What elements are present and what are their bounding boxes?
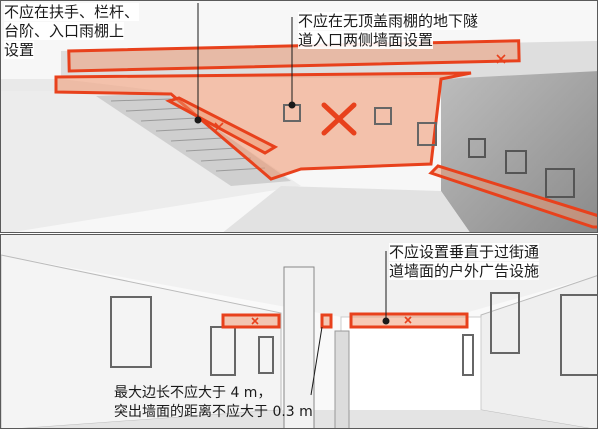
prohibited-x-mark bbox=[321, 102, 357, 136]
floor-right bbox=[223, 186, 470, 232]
note-perpendicular-line-1: 不应设置垂直于过街通 bbox=[389, 243, 540, 261]
floor-left bbox=[1, 91, 301, 232]
prohibited-wall-area bbox=[54, 71, 472, 181]
note-handrail-line-2: 台阶、入口雨棚上 bbox=[4, 22, 125, 40]
handrail-x-mark bbox=[214, 122, 224, 132]
note-handrail-line-3: 设置 bbox=[4, 41, 35, 59]
leader-lines-top bbox=[194, 3, 296, 124]
right-wall-frames bbox=[462, 292, 597, 376]
pillar-back bbox=[334, 330, 350, 428]
leader-lines-bottom bbox=[310, 251, 390, 396]
note-size-line-2: 突出墙面的距离不应大于 0.3 m bbox=[114, 404, 313, 420]
underpass-corridor-illustration: 不应设置垂直于过街通 道墙面的户外广告设施 最大边长不应大于 4 m， 突出墙面… bbox=[0, 234, 598, 429]
railing-highlight bbox=[428, 164, 597, 229]
tunnel-wall-frames bbox=[468, 138, 575, 198]
perpendicular-sign-center bbox=[320, 313, 333, 329]
canopy-x-mark bbox=[496, 54, 506, 64]
note-perpendicular-prohibition: 不应设置垂直于过街通 道墙面的户外广告设施 bbox=[389, 243, 540, 281]
note-handrail-prohibition: 不应在扶手、栏杆、 台阶、入口雨棚上 设置 bbox=[4, 3, 140, 60]
staircase bbox=[96, 93, 291, 186]
note-tunnel-line-1: 不应在无顶盖雨棚的地下隧 bbox=[298, 12, 479, 30]
corridor-end bbox=[340, 316, 482, 413]
note-tunnel-line-2: 道入口两侧墙面设置 bbox=[298, 31, 434, 49]
note-perpendicular-line-2: 道墙面的户外广告设施 bbox=[389, 262, 540, 280]
perpendicular-sign-left bbox=[221, 313, 281, 329]
tunnel-entrance-illustration: 不应在扶手、栏杆、 台阶、入口雨棚上 设置 不应在无顶盖雨棚的地下隧 道入口两侧… bbox=[0, 0, 598, 233]
sign-x-marks bbox=[251, 316, 412, 325]
note-size-line-1: 最大边长不应大于 4 m， bbox=[114, 385, 272, 401]
note-tunnel-prohibition: 不应在无顶盖雨棚的地下隧 道入口两侧墙面设置 bbox=[298, 12, 479, 50]
handrail-highlight bbox=[165, 96, 279, 155]
note-handrail-line-1: 不应在扶手、栏杆、 bbox=[4, 3, 140, 21]
column bbox=[283, 266, 315, 428]
note-size-limits: 最大边长不应大于 4 m， 突出墙面的距离不应大于 0.3 m bbox=[114, 384, 313, 422]
